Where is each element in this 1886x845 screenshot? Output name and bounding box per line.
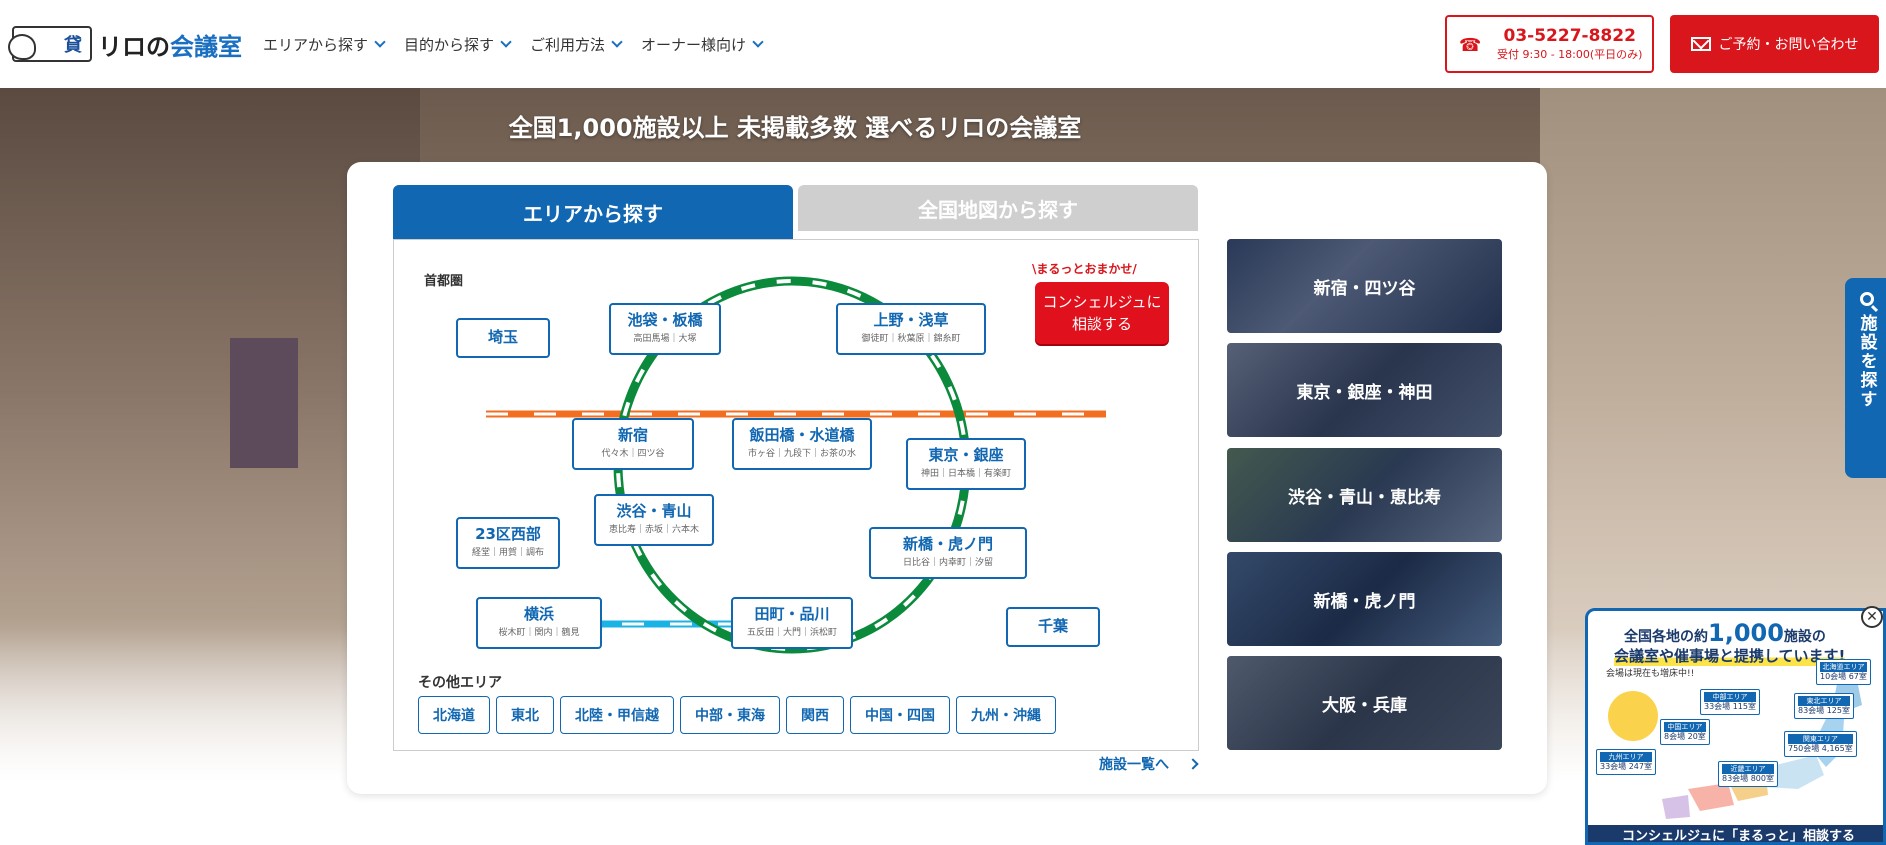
nav-purpose-search[interactable]: 目的から探す [404, 34, 512, 55]
chevron-down-icon [752, 36, 764, 48]
region-title: 首都圏 [424, 274, 464, 289]
chevron-down-icon [611, 36, 623, 48]
close-icon[interactable]: ✕ [1861, 606, 1883, 628]
area-yokohama[interactable]: 横浜桜木町｜関内｜鶴見 [476, 597, 602, 649]
promo-note: 会場は現在も増床中!! [1606, 669, 1695, 679]
area-shinjuku[interactable]: 新宿代々木｜四ツ谷 [572, 418, 694, 470]
phone-hours: 受付 9:30 - 18:00(平日のみ) [1497, 48, 1643, 61]
nav-for-owners[interactable]: オーナー様向け [641, 34, 764, 55]
area-card-tokyo-ginza[interactable]: 東京・銀座・神田 [1227, 343, 1502, 437]
hero-door [230, 338, 298, 468]
route-map: 首都圏 埼玉 池袋・板橋高田馬場｜大塚 上野・浅草御徒町｜秋葉原｜錦糸町 新宿代… [393, 239, 1199, 751]
area-hokkaido[interactable]: 北海道 [418, 696, 490, 734]
area-ikebukuro-itabashi[interactable]: 池袋・板橋高田馬場｜大塚 [609, 303, 721, 355]
area-chubu[interactable]: 中部・東海 [680, 696, 780, 734]
contact-button[interactable]: ご予約・お問い合わせ [1670, 15, 1879, 73]
search-icon [1860, 292, 1874, 306]
tab-area-search[interactable]: エリアから探す [393, 185, 793, 239]
area-kyushu[interactable]: 九州・沖縄 [956, 696, 1056, 734]
logo-dog-icon: 貸 [8, 26, 92, 62]
phone-icon: ☎ [1459, 35, 1482, 56]
phone-number: 03-5227-8822 [1503, 26, 1636, 46]
area-kansai[interactable]: 関西 [786, 696, 844, 734]
area-ueno-asakusa[interactable]: 上野・浅草御徒町｜秋葉原｜錦糸町 [836, 303, 986, 355]
promo-banner[interactable]: 全国各地の約1,000施設の 会議室や催事場と提携しています! 会場は現在も増床… [1585, 608, 1886, 845]
area-shibuya-aoyama[interactable]: 渋谷・青山恵比寿｜赤坂｜六本木 [594, 494, 714, 546]
phone-button[interactable]: ☎ 03-5227-8822 受付 9:30 - 18:00(平日のみ) [1445, 15, 1654, 73]
tab-map-search[interactable]: 全国地図から探す [798, 185, 1198, 231]
area-card-shinbashi[interactable]: 新橋・虎ノ門 [1227, 552, 1502, 646]
area-tokyo-ginza[interactable]: 東京・銀座神田｜日本橋｜有楽町 [906, 438, 1026, 490]
area-card-shibuya[interactable]: 渋谷・青山・恵比寿 [1227, 448, 1502, 542]
area-23ku-west[interactable]: 23区西部経堂｜用賀｜調布 [456, 517, 560, 569]
area-shinbashi-toranomon[interactable]: 新橋・虎ノ門日比谷｜内幸町｜汐留 [869, 527, 1027, 579]
area-card-osaka[interactable]: 大阪・兵庫 [1227, 656, 1502, 750]
logo-text: リロの会議室 [98, 32, 242, 61]
facility-list-link[interactable]: 施設一覧へ [1099, 754, 1199, 774]
other-areas: 北海道 東北 北陸・甲信越 中部・東海 関西 中国・四国 九州・沖縄 [418, 696, 1056, 734]
area-iidabashi-suidobashi[interactable]: 飯田橋・水道橋市ヶ谷｜九段下｜お茶の水 [732, 418, 872, 470]
main-nav: エリアから探す 目的から探す ご利用方法 オーナー様向け [263, 34, 764, 55]
chevron-down-icon [500, 36, 512, 48]
area-chiba[interactable]: 千葉 [1006, 607, 1100, 647]
chevron-right-icon [1187, 758, 1199, 770]
area-card-shinjuku[interactable]: 新宿・四ツ谷 [1227, 239, 1502, 333]
area-tohoku[interactable]: 東北 [496, 696, 554, 734]
concierge-face-icon [1608, 691, 1658, 741]
site-header: 貸 リロの会議室 エリアから探す 目的から探す ご利用方法 オーナー様向け ☎ … [0, 0, 1886, 88]
other-areas-title: その他エリア [418, 675, 502, 691]
nav-area-search[interactable]: エリアから探す [263, 34, 386, 55]
promo-headline: 全国各地の約1,000施設の [1624, 619, 1826, 647]
promo-subheadline: 会議室や催事場と提携しています! [1614, 645, 1846, 666]
area-tamachi-shinagawa[interactable]: 田町・品川五反田｜大門｜浜松町 [731, 597, 853, 649]
hero-title: 全国1,000施設以上 未掲載多数 選べるリロの会議室 [508, 114, 1082, 142]
area-hokuriku[interactable]: 北陸・甲信越 [560, 696, 674, 734]
search-panel: エリアから探す 全国地図から探す 首都圏 埼玉 池袋・板橋高田馬場｜大塚 上野・… [347, 162, 1547, 794]
facility-search-side-tab[interactable]: 施設を探す [1845, 278, 1886, 478]
promo-cta[interactable]: コンシェルジュに「まるっと」相談する [1588, 825, 1883, 842]
area-saitama[interactable]: 埼玉 [456, 318, 550, 358]
chevron-down-icon [374, 36, 386, 48]
area-chugoku[interactable]: 中国・四国 [850, 696, 950, 734]
site-logo[interactable]: 貸 リロの会議室 [8, 26, 242, 62]
nav-how-to-use[interactable]: ご利用方法 [530, 34, 623, 55]
concierge-button[interactable]: コンシェルジュに相談する [1035, 282, 1169, 344]
concierge-lead: \まるっとおまかせ/ [1032, 262, 1137, 276]
mail-icon [1690, 37, 1711, 51]
